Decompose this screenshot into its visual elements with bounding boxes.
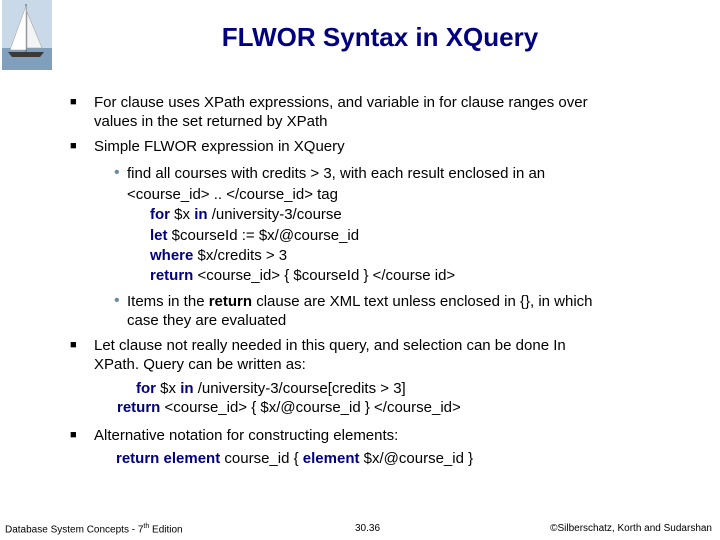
keyword-return-bold: return (208, 293, 253, 310)
sub-bullet-2-text: Items in the (127, 293, 209, 310)
bullet-1-line-2: values in the set returned by XPath (94, 113, 328, 130)
keyword-element: element (163, 450, 221, 467)
code-text: $x (170, 206, 195, 223)
sailboat-icon (2, 0, 52, 70)
code-text: $x/credits > 3 (193, 247, 288, 264)
footer-book-title: Database System Concepts - 7 (5, 524, 144, 536)
square-bullet-icon: ■ (70, 96, 77, 108)
footer-left: Database System Concepts - 7th Edition (5, 523, 183, 535)
code-text: <course_id> { $x/@course_id } </course_i… (160, 399, 461, 416)
keyword-element: element (302, 450, 360, 467)
footer-page-number: 30.36 (355, 523, 381, 534)
sub-bullet-2-text: clause are XML text unless enclosed in {… (252, 293, 593, 310)
code-line-for: for $x in /university-3/course (150, 205, 342, 224)
bullet-3-line-2: XPath. Query can be written as: (94, 356, 306, 373)
code-text: $x/@course_id } (359, 450, 474, 467)
code-line-where: where $x/credits > 3 (150, 246, 287, 265)
code-line-return-2: return <course_id> { $x/@course_id } </c… (117, 398, 461, 417)
code-line-return: return <course_id> { $courseId } </cours… (150, 266, 455, 285)
code-line-let: let $courseId := $x/@course_id (150, 226, 359, 245)
code-line-for-2: for $x in /university-3/course[credits >… (136, 379, 406, 398)
keyword-let: let (150, 227, 168, 244)
code-line-element: return element course_id { element $x/@c… (116, 449, 473, 468)
keyword-for: for (150, 206, 170, 223)
code-text: /university-3/course (207, 206, 342, 223)
code-text: $courseId := $x/@course_id (167, 227, 360, 244)
sub-bullet-2-line-1: Items in the return clause are XML text … (127, 292, 593, 311)
keyword-for: for (136, 380, 156, 397)
keyword-in: in (180, 380, 194, 397)
code-text: course_id { (220, 450, 303, 467)
sub-bullet-1-line-2: <course_id> .. </course_id> tag (127, 186, 338, 203)
bullet-3-line-1: Let clause not really needed in this que… (94, 337, 566, 354)
bullet-1-line-1: For clause uses XPath expressions, and v… (94, 94, 588, 111)
dot-bullet-icon: • (114, 292, 120, 309)
code-text: /university-3/course[credits > 3] (193, 380, 406, 397)
keyword-return: return (116, 450, 160, 467)
page-title: FLWOR Syntax in XQuery (221, 22, 539, 52)
keyword-in: in (194, 206, 208, 223)
square-bullet-icon: ■ (70, 140, 77, 152)
bullet-2-text: Simple FLWOR expression in XQuery (94, 138, 345, 155)
keyword-return: return (150, 267, 194, 284)
code-text: <course_id> { $courseId } </course id> (193, 267, 456, 284)
sub-bullet-1-line-1: find all courses with credits > 3, with … (127, 165, 546, 182)
square-bullet-icon: ■ (70, 339, 77, 351)
square-bullet-icon: ■ (70, 429, 77, 441)
footer-copyright: ©Silberschatz, Korth and Sudarshan (550, 523, 712, 534)
bullet-4-text: Alternative notation for constructing el… (94, 427, 399, 444)
dot-bullet-icon: • (114, 164, 120, 181)
keyword-where: where (150, 247, 194, 264)
sub-bullet-2-line-2: case they are evaluated (127, 312, 287, 329)
footer-edition: Edition (149, 524, 183, 536)
code-text: $x (156, 380, 181, 397)
footer-superscript: th (143, 523, 150, 530)
keyword-return: return (117, 399, 161, 416)
